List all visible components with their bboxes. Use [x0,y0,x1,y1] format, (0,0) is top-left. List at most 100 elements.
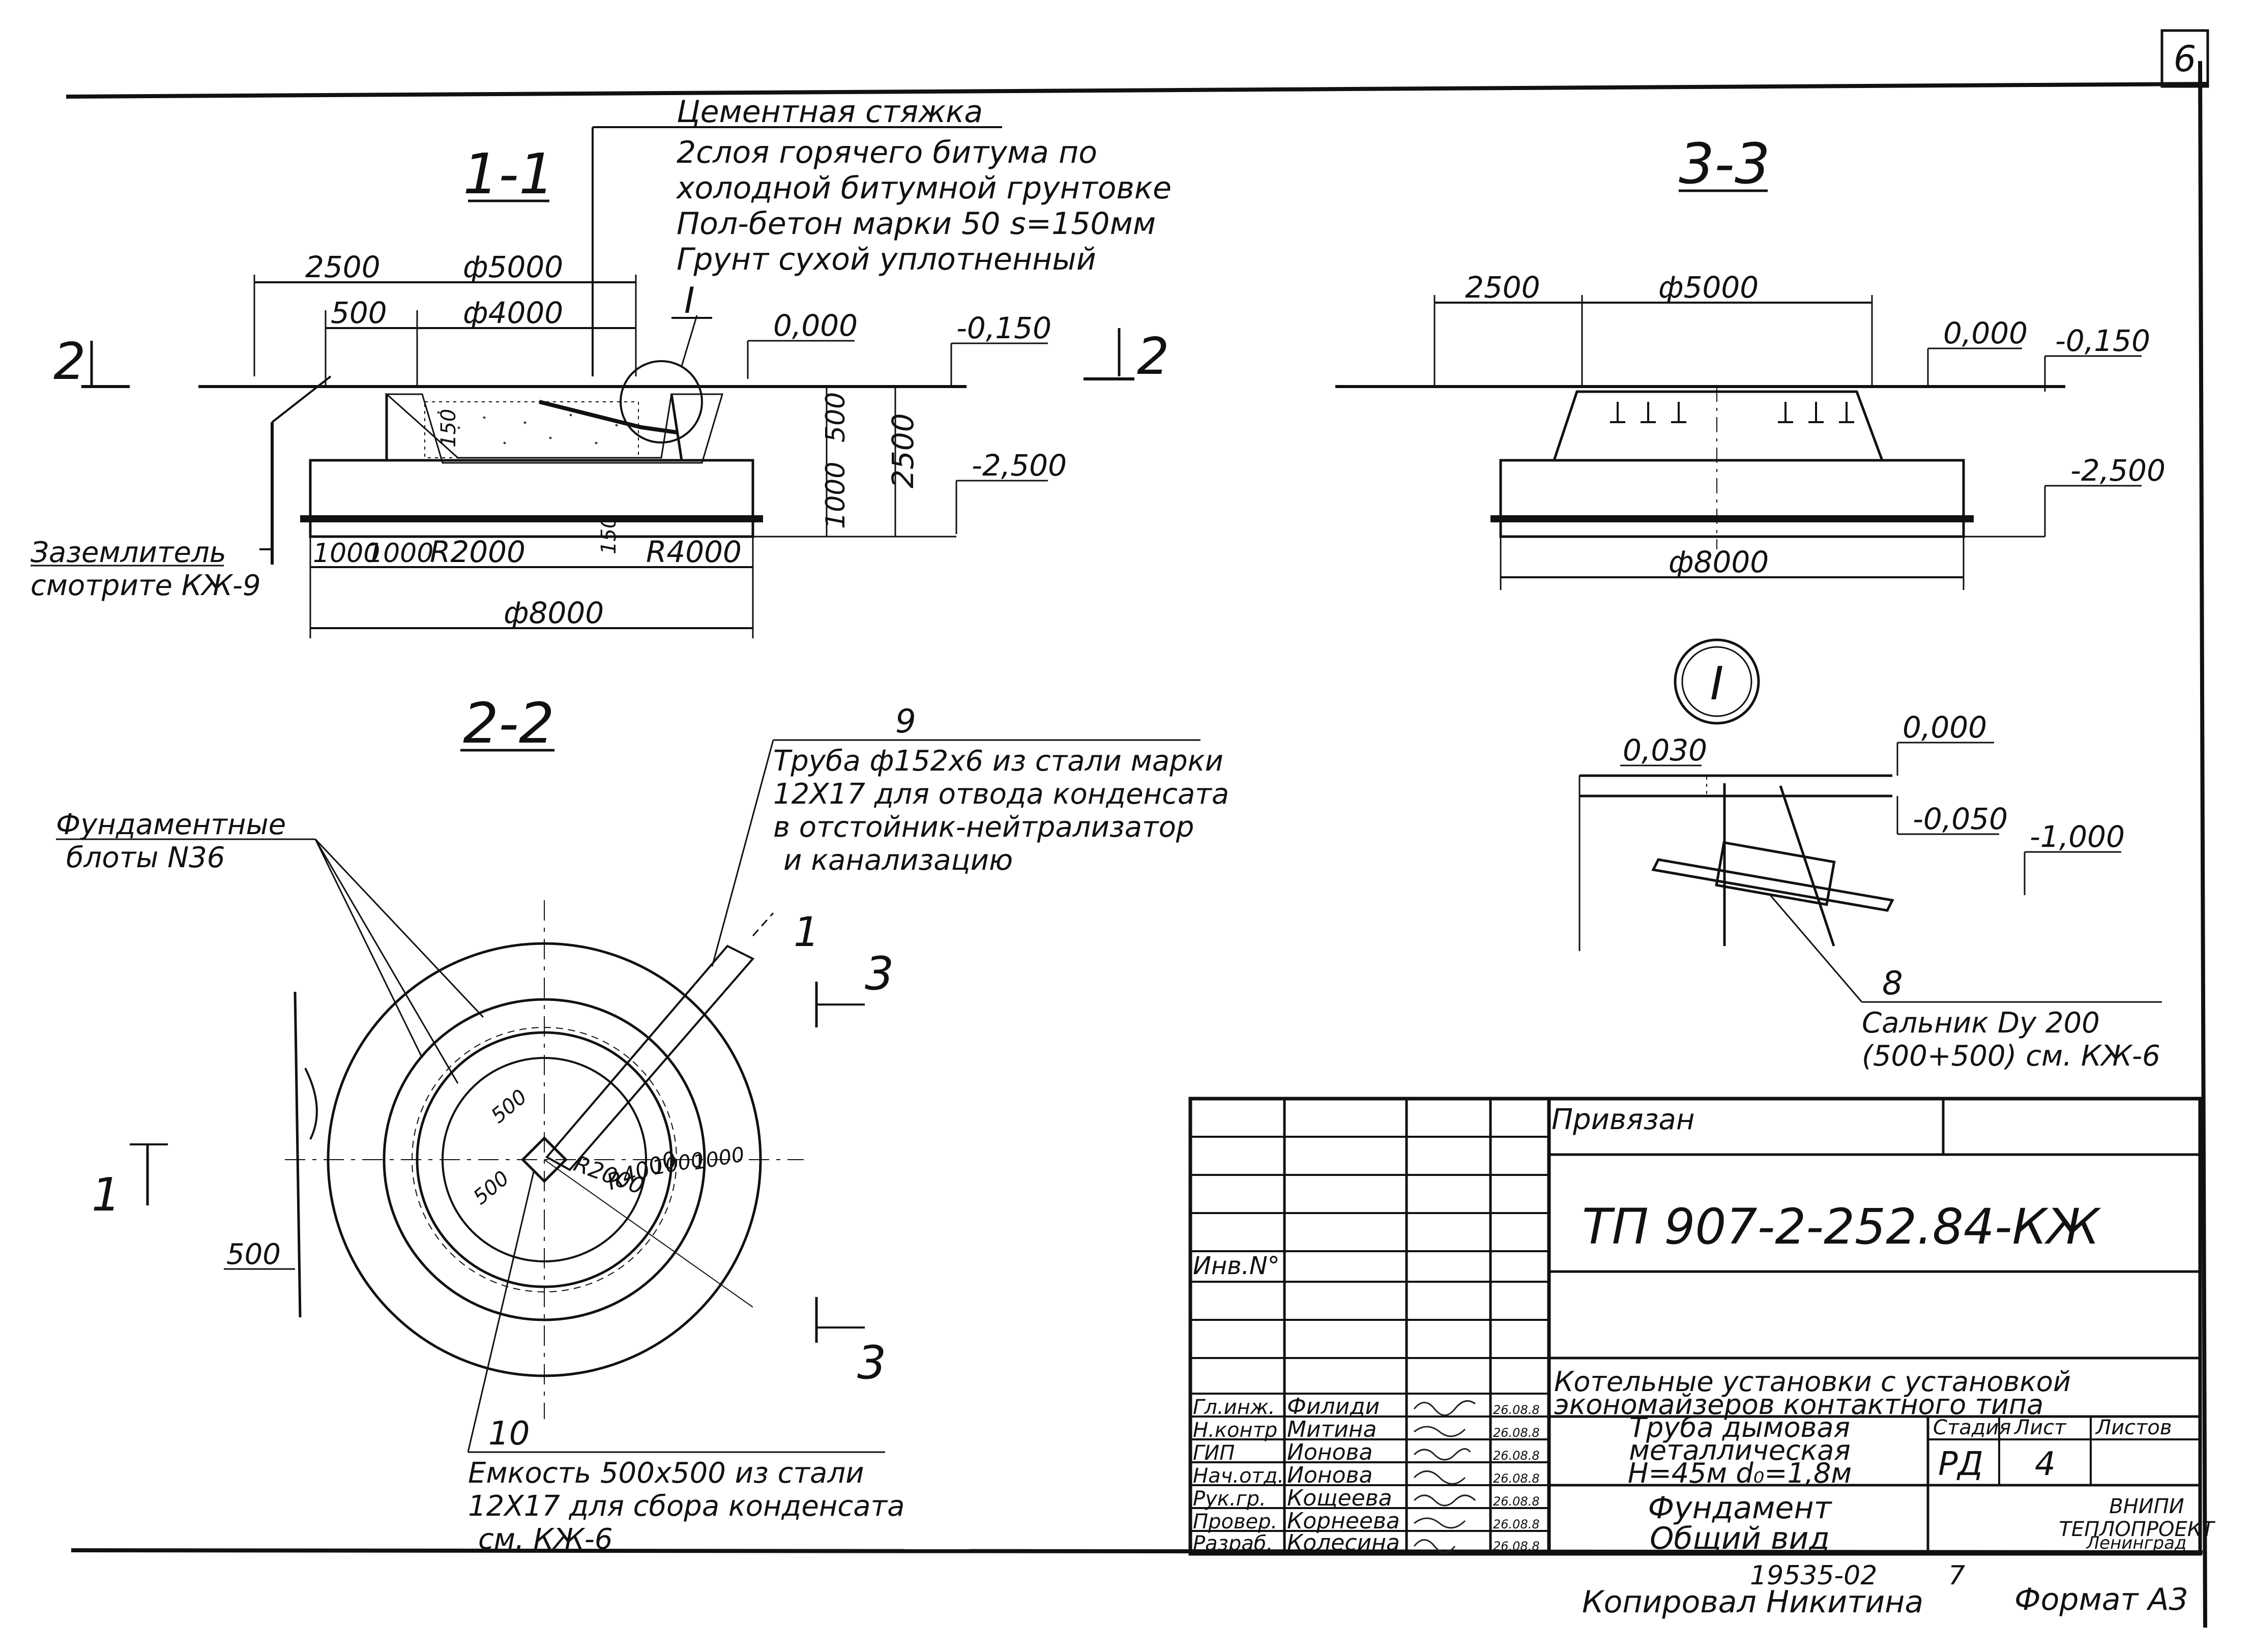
cut-1-label-left: 1 [92,1168,121,1222]
callout-I-label: I [684,280,695,321]
pipe-number: 9 [895,703,916,741]
detail-note-1: Сальник Dy 200 [1862,1007,2100,1040]
note-line-4: Пол-бетон марки 50 s=150мм [677,206,1156,242]
pipe-note-3: в отстойник-нейтрализатор [773,811,1194,844]
detail-note-2: (500+500) см. КЖ-6 [1862,1040,2160,1073]
role-3: Нач.отд. [1193,1464,1284,1488]
cut-2-left-label: 2 [53,332,86,391]
s33-dim-2500: 2500 [1465,270,1540,305]
format-label: Формат А3 [2014,1582,2188,1617]
inventory-label: Инв.N° [1193,1252,1280,1280]
date-3: 26.08.8 [1493,1471,1540,1486]
object-line-1: Труба дымовая [1629,1411,1850,1443]
role-2: ГИП [1193,1441,1235,1465]
privyazan-label: Привязан [1552,1103,1694,1136]
project-line-1: Котельные установки с установкой [1554,1366,2071,1398]
sheets-header: Листов [2095,1416,2172,1439]
sheet-title-1: Фундамент [1648,1490,1833,1526]
name-4: Кощеева [1287,1485,1392,1511]
dim-1000-b: 1000 [366,538,433,569]
tank-note-2: 12Х17 для сбора конденсата [468,1490,904,1523]
name-2: Ионова [1287,1439,1372,1465]
project-line-2: экономайзеров контактного типа [1554,1389,2043,1421]
level-0150: -0,150 [956,311,1051,345]
dim-150-vertical: 150 [437,409,460,448]
earth-note-2: смотрите КЖ-9 [31,569,261,602]
org-line-1: ВНИПИ [2109,1495,2184,1518]
detail-I: I 0,030 0,000 -0,050 -1,000 8 Сальник Dy… [1578,638,2162,1073]
dim-4000: ф4000 [463,296,563,330]
dim-500: 500 [331,296,387,330]
copied-by: Копировал Никитина [1582,1584,1923,1620]
level-0000: 0,000 [773,308,858,343]
section-2-2-title: 2-2 [463,691,554,756]
date-6: 26.08.8 [1493,1539,1540,1553]
name-0: Филиди [1287,1394,1380,1420]
date-1: 26.08.8 [1493,1426,1540,1440]
dim-1000-vertical: 1000 [821,462,851,529]
pipe-note-2: 12Х17 для отвода конденсата [773,778,1229,811]
section-2-2: 2-2 500 500 R2000 R4000 1000 1000 Фундам… [56,691,1229,1556]
bottom-frame-line [71,1548,2203,1554]
s33-level-0150: -0,150 [2055,323,2150,358]
stage-header: Стадия [1933,1416,2011,1439]
blocks-note-2: блоты N36 [66,841,225,874]
name-3: Ионова [1287,1462,1372,1488]
date-4: 26.08.8 [1493,1494,1540,1509]
date-5: 26.08.8 [1493,1517,1540,1531]
document-code: ТП 907-2-252.84-КЖ [1582,1198,2101,1255]
role-1: Н.контр [1193,1419,1277,1442]
foundation-slab [309,459,754,538]
detail-level-1000: -1,000 [2030,819,2125,854]
section-1-1-title: 1-1 [463,141,554,206]
blocks-note-1: Фундаментные [56,808,286,841]
s33-pedestal [1552,390,1884,462]
level-2500: -2,500 [972,448,1067,483]
detail-I-title: I [1710,657,1724,711]
detail-level-0000: 0,000 [1903,710,1987,745]
pipe-note-1: Труба ф152х6 из стали марки [773,745,1223,778]
object-line-3: H=45м d₀=1,8м [1628,1457,1852,1489]
role-5: Провер. [1193,1510,1277,1533]
plan-dim-500-left: 500 [226,1238,281,1271]
date-0: 26.08.8 [1493,1403,1540,1417]
date-2: 26.08.8 [1493,1449,1540,1463]
dim-r2000: R2000 [430,535,525,569]
name-5: Корнеева [1287,1508,1400,1534]
section-1-1: 1-1 Цементная стяжка 2слоя горячего биту… [31,94,1172,638]
right-frame-line [2198,61,2207,1628]
tank-number: 10 [488,1415,530,1453]
layers-notes: Цементная стяжка 2слоя горячего битума п… [592,94,1172,376]
stage-value: РД [1938,1446,1983,1483]
cut-3-label-top: 3 [865,947,894,1000]
s33-dim-5000: ф5000 [1658,270,1759,305]
callout-I-circle [620,360,703,444]
cut-1-label-right: 1 [794,908,820,956]
role-6: Разраб. [1193,1532,1273,1555]
dim-2500: 2500 [305,250,381,284]
dim-1000-a: 1000 [313,538,380,569]
dim-500-vertical: 500 [821,392,851,442]
plan-dim-1000b: 1000 [691,1143,746,1175]
detail-level-0030: 0,030 [1623,733,1707,768]
sheet-title-2: Общий вид [1650,1521,1830,1556]
dim-2500-vertical: 2500 [886,413,920,488]
condensate-pipe [545,945,755,1171]
role-0: Гл.инж. [1193,1396,1275,1419]
detail-number-8: 8 [1882,965,1903,1002]
plan-dim-500: 500 [487,1085,532,1128]
earth-note-1: Заземлитель [31,536,226,569]
s33-level-2500: -2,500 [2070,453,2166,488]
name-1: Митина [1287,1417,1377,1442]
note-line-3: холодной битумной грунтовке [676,170,1172,206]
sheet-number: 6 [2174,38,2197,80]
org-line-2: ТЕПЛОПРОЕКТ [2059,1518,2216,1541]
dim-5000: ф5000 [463,250,563,284]
org-line-3: Ленинград [2086,1533,2187,1553]
section-3-3-title: 3-3 [1679,131,1770,196]
role-4: Рук.гр. [1193,1487,1266,1511]
sheet-header: Лист [2013,1416,2067,1439]
sheet-value: 4 [2035,1446,2056,1483]
pipe-note-4: и канализацию [783,844,1013,877]
